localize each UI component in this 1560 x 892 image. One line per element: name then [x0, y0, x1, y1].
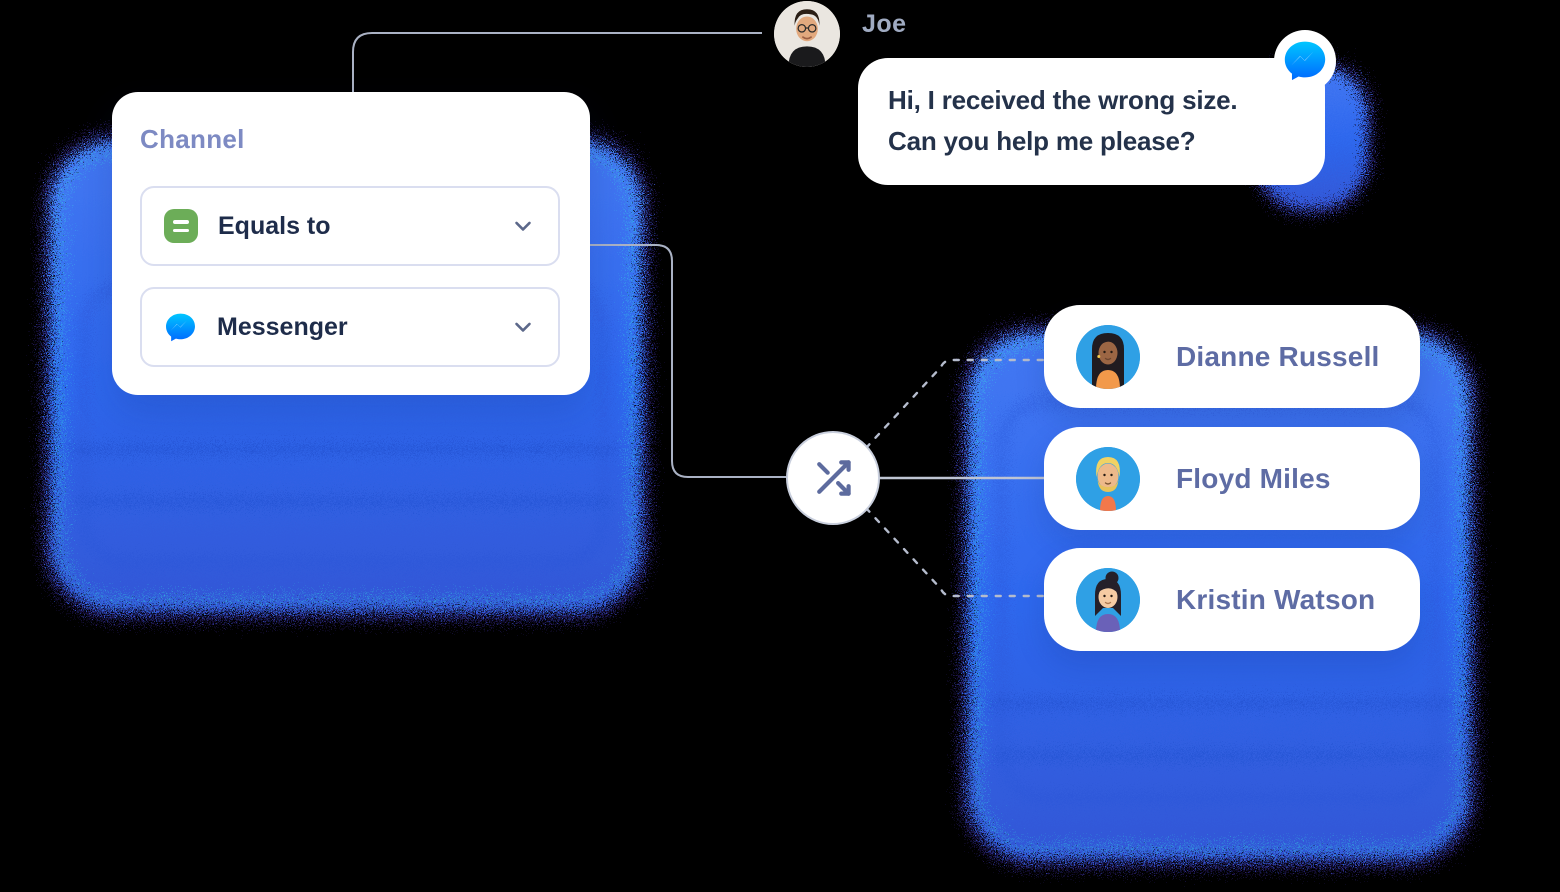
agent-name: Kristin Watson	[1176, 583, 1376, 615]
chevron-down-icon	[510, 213, 536, 239]
message-line-2: Can you help me please?	[888, 126, 1196, 156]
equals-icon	[164, 209, 198, 243]
shuffle-icon	[817, 460, 851, 496]
messenger-icon	[1282, 38, 1328, 84]
operator-select[interactable]: Equals to	[140, 186, 560, 266]
customer-message-bubble: Hi, I received the wrong size. Can you h…	[858, 58, 1325, 185]
connector-router-to-dianne	[864, 358, 1046, 450]
agent-name: Floyd Miles	[1176, 462, 1331, 494]
floyd-avatar	[1076, 446, 1140, 511]
message-line-1: Hi, I received the wrong size.	[888, 85, 1238, 115]
card-title: Channel	[140, 124, 245, 154]
agent-card-floyd[interactable]: Floyd Miles	[1044, 427, 1420, 530]
channel-select-value: Messenger	[217, 312, 348, 341]
chevron-down-icon	[510, 314, 536, 340]
operator-select-value: Equals to	[218, 211, 331, 240]
channel-filter-card: Channel Equals to Messenger	[112, 92, 590, 395]
joe-photo-illustration	[774, 1, 840, 67]
shuffle-node	[786, 431, 880, 525]
agent-name: Dianne Russell	[1176, 340, 1380, 372]
channel-select[interactable]: Messenger	[140, 287, 560, 367]
kristin-avatar	[1076, 567, 1140, 632]
connector-channel-to-router	[590, 244, 786, 478]
customer-name: Joe	[862, 10, 907, 38]
messenger-badge	[1274, 30, 1336, 92]
agent-card-dianne[interactable]: Dianne Russell	[1044, 305, 1420, 408]
connector-joe-to-channel	[352, 32, 762, 92]
messenger-icon	[164, 311, 197, 344]
dianne-avatar	[1076, 324, 1140, 389]
agent-card-kristin[interactable]: Kristin Watson	[1044, 548, 1420, 651]
customer-avatar	[774, 1, 840, 67]
connector-router-to-kristin	[864, 506, 1046, 598]
